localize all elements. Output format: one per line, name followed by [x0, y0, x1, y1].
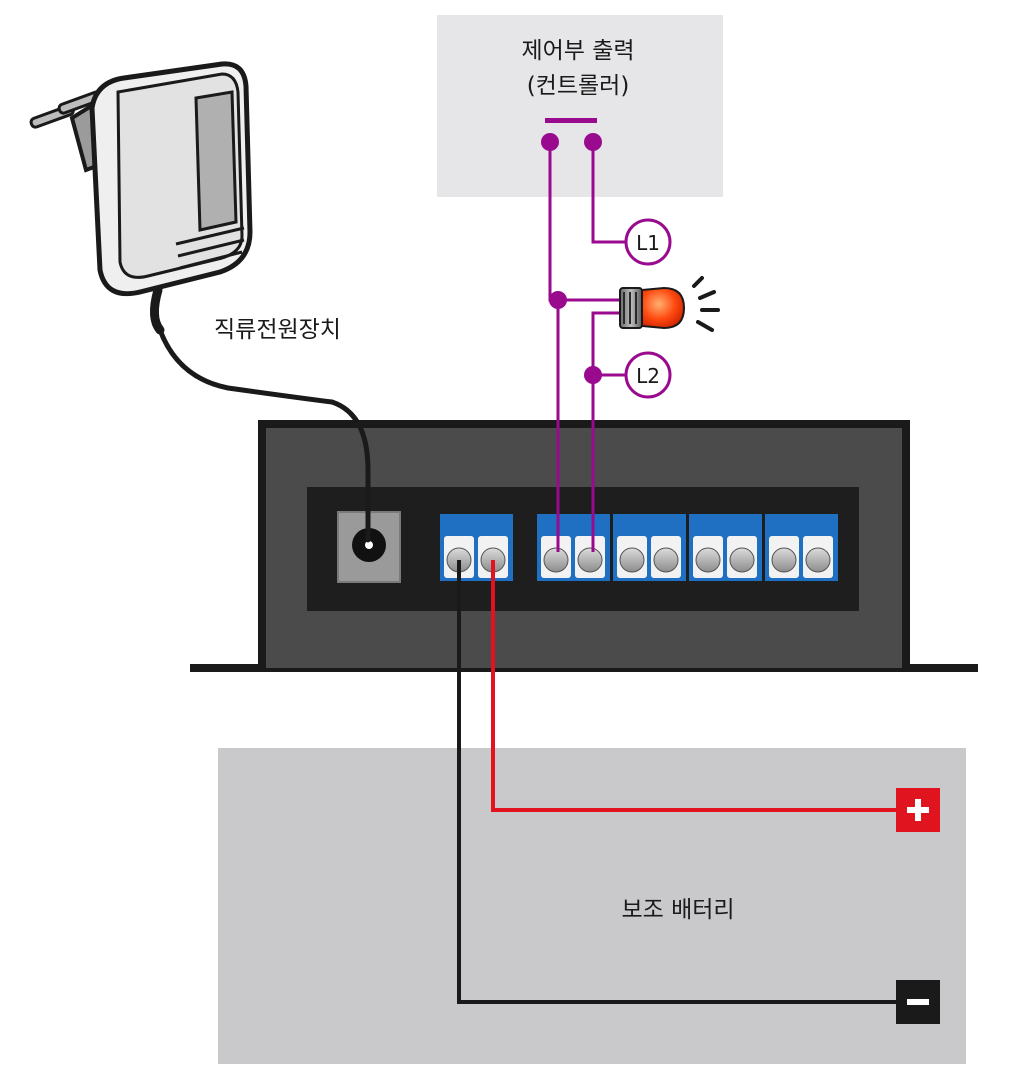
controller-output-node — [584, 133, 602, 151]
minus-icon — [907, 999, 929, 1005]
wire-l1 — [591, 142, 626, 244]
load-l1: L1 — [624, 218, 672, 266]
adapter-cable-strain — [150, 285, 165, 335]
terminal-block-output-4 — [765, 514, 838, 581]
plus-icon-v — [915, 799, 921, 821]
controller-box: 제어부 출력 (컨트롤러) — [437, 15, 723, 197]
load-l2: L2 — [624, 351, 672, 399]
battery-positive-wire — [491, 560, 896, 812]
battery-panel — [218, 748, 966, 1064]
load-l1-label: L1 — [636, 231, 660, 255]
load-l1-circle — [624, 218, 672, 266]
junction-node — [584, 366, 602, 384]
terminal-screw — [619, 547, 645, 573]
controller-subtitle: (컨트롤러) — [527, 73, 630, 99]
battery-box: 보조 배터리 — [218, 748, 966, 1064]
main-unit — [190, 420, 978, 672]
adapter-grip-line — [179, 250, 243, 270]
adapter-label-panel — [194, 90, 238, 232]
lamp-base-rings — [623, 292, 637, 324]
terminal-block-output-1 — [537, 514, 610, 581]
terminal-screw — [543, 547, 569, 573]
terminal-screw — [653, 547, 679, 573]
lamp-bulb — [641, 286, 686, 330]
terminal-screw — [695, 547, 721, 573]
power-adapter — [29, 61, 371, 543]
wire-lamp-l2 — [591, 311, 626, 377]
indicator-lamp — [619, 276, 720, 332]
terminal-block-battery — [440, 514, 513, 581]
adapter-grip-line — [175, 226, 245, 246]
adapter-grip-line — [177, 238, 245, 258]
controller-panel — [437, 15, 723, 197]
terminal-screw — [577, 547, 603, 573]
battery-negative-wire — [457, 560, 896, 1004]
output-contact-bar — [545, 118, 597, 123]
controller-title: 제어부 출력 — [521, 38, 634, 64]
adapter-label: 직류전원장치 — [214, 317, 341, 343]
mount-flange-left — [190, 664, 275, 672]
load-l2-circle — [624, 351, 672, 399]
junction-node — [549, 291, 567, 309]
terminal-screw — [729, 547, 755, 573]
terminal-block-output-2 — [613, 514, 686, 581]
battery-label: 보조 배터리 — [621, 897, 734, 923]
controller-output-node — [541, 133, 559, 151]
terminal-screw — [771, 547, 797, 573]
lamp-glow-rays — [692, 276, 720, 332]
load-l2-label: L2 — [636, 364, 660, 388]
adapter-cable — [157, 327, 371, 543]
mount-flange-right — [900, 664, 978, 672]
terminal-screw — [805, 547, 831, 573]
terminal-block-output-3 — [689, 514, 762, 581]
dc-jack-pin — [365, 541, 373, 549]
